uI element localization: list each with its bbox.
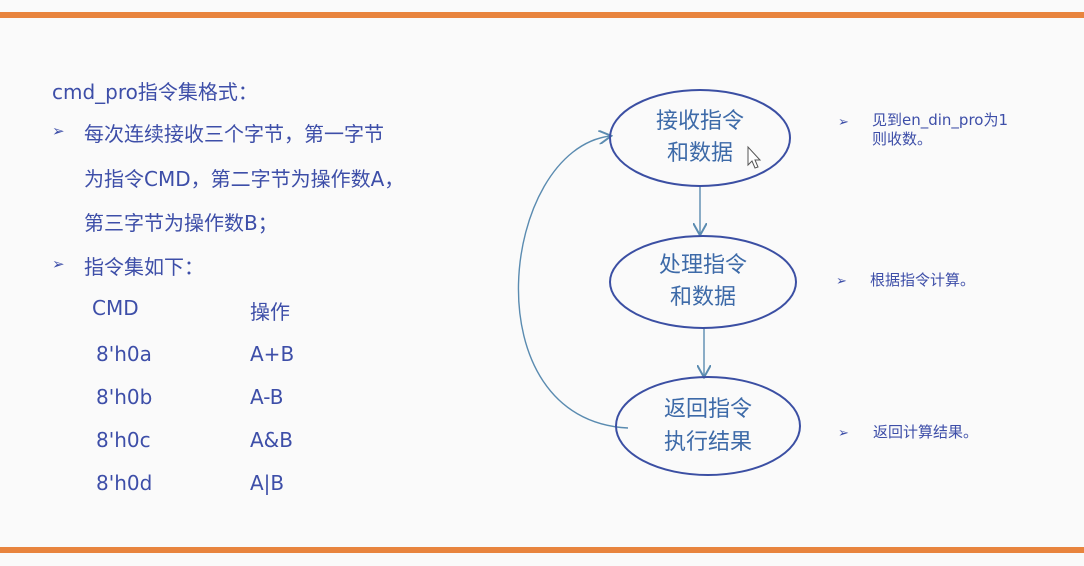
node-receive-line2: 和数据	[667, 141, 733, 166]
loop-back-arrow	[517, 136, 629, 429]
table-cell-cmd: 8'h0c	[96, 428, 151, 452]
table-cell-cmd: 8'h0a	[96, 342, 152, 366]
node-receive-line1: 接收指令	[656, 109, 744, 134]
bottom-accent-bar	[0, 547, 1084, 553]
node-return-line2: 执行结果	[664, 430, 752, 455]
note-arrow-icon: ➢	[836, 274, 847, 289]
table-cell-cmd: 8'h0b	[96, 385, 153, 409]
node-process-line2: 和数据	[670, 285, 736, 310]
node-process-line1: 处理指令	[659, 253, 747, 278]
table-cell-cmd: 8'h0d	[96, 471, 153, 495]
bullet2-text: 指令集如下：	[84, 255, 204, 279]
bullet-arrow-icon: ➢	[52, 255, 65, 273]
table-cell-op: A&B	[250, 428, 293, 452]
table-cell-op: A-B	[250, 385, 284, 409]
table-cell-op: A|B	[250, 471, 285, 495]
note-receive: 见到en_din_pro为1 则收数。	[872, 111, 1008, 149]
top-accent-bar	[0, 12, 1084, 18]
mouse-pointer-icon	[747, 145, 762, 169]
note-arrow-icon: ➢	[838, 115, 849, 130]
bullet1-line1: 每次连续接收三个字节，第一字节	[84, 122, 384, 146]
table-header-cmd: CMD	[92, 296, 139, 320]
note-receive-line1: 见到en_din_pro为1	[872, 111, 1009, 129]
bullet1-line3: 第三字节为操作数B；	[84, 211, 278, 235]
table-header-op: 操作	[250, 300, 290, 324]
section-title: cmd_pro指令集格式：	[52, 80, 258, 104]
note-process: 根据指令计算。	[870, 271, 976, 289]
table-cell-op: A+B	[250, 342, 295, 366]
note-arrow-icon: ➢	[838, 426, 849, 441]
node-process	[609, 235, 797, 329]
bullet-arrow-icon: ➢	[52, 122, 65, 140]
node-receive	[609, 89, 791, 187]
node-return-line1: 返回指令	[664, 397, 752, 422]
node-return	[615, 376, 801, 476]
bullet1-line2: 为指令CMD，第二字节为操作数A，	[84, 167, 405, 191]
note-return: 返回计算结果。	[873, 423, 979, 441]
note-receive-line2: 则收数。	[872, 130, 933, 148]
